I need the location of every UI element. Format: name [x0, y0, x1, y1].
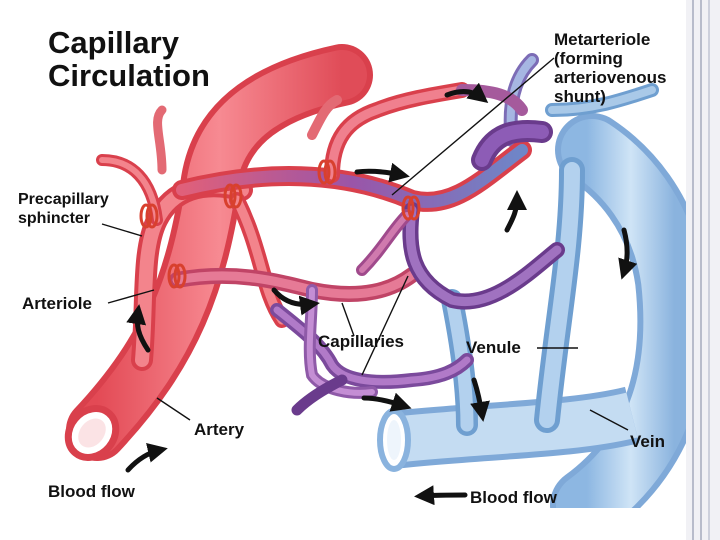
metarteriole-label-line: Metarteriole	[554, 30, 651, 49]
title-line-1: Capillary	[48, 25, 179, 60]
precapillary-label-line: Precapillary	[18, 191, 109, 208]
diagram-title: Capillary Circulation	[48, 26, 210, 92]
precapillary-sphincter-label: Precapillary sphincter	[18, 190, 109, 228]
arteriole-label: Arteriole	[22, 294, 92, 313]
precapillary-label-line: sphincter	[18, 210, 91, 227]
vein-vessel	[377, 113, 686, 508]
metarteriole-label-line: shunt)	[554, 87, 606, 106]
venule-label: Venule	[466, 338, 521, 357]
flow-arrows	[125, 82, 638, 506]
metarteriole-label: Metarteriole (forming arteriovenous shun…	[554, 30, 666, 106]
blood-flow-label-right: Blood flow	[470, 488, 557, 507]
rail-line	[708, 0, 710, 540]
title-line-2: Circulation	[48, 58, 210, 93]
capillary-diagram: Capillary Circulation Metarteriole (form…	[12, 20, 686, 508]
frame-rail	[686, 0, 720, 540]
metarteriole-label-line: arteriovenous	[554, 68, 667, 87]
rail-line	[700, 0, 702, 540]
venule-vessels	[441, 53, 659, 436]
leader-lines	[101, 57, 629, 431]
precapillary-sphincters	[139, 159, 421, 289]
blood-flow-label-left: Blood flow	[48, 482, 135, 501]
vessel-illustration	[64, 44, 686, 508]
artery-label: Artery	[194, 420, 245, 439]
vein-label: Vein	[630, 432, 665, 451]
capillaries-label: Capillaries	[318, 332, 404, 351]
rail-line	[692, 0, 694, 540]
metarteriole-label-line: (forming	[554, 49, 623, 68]
